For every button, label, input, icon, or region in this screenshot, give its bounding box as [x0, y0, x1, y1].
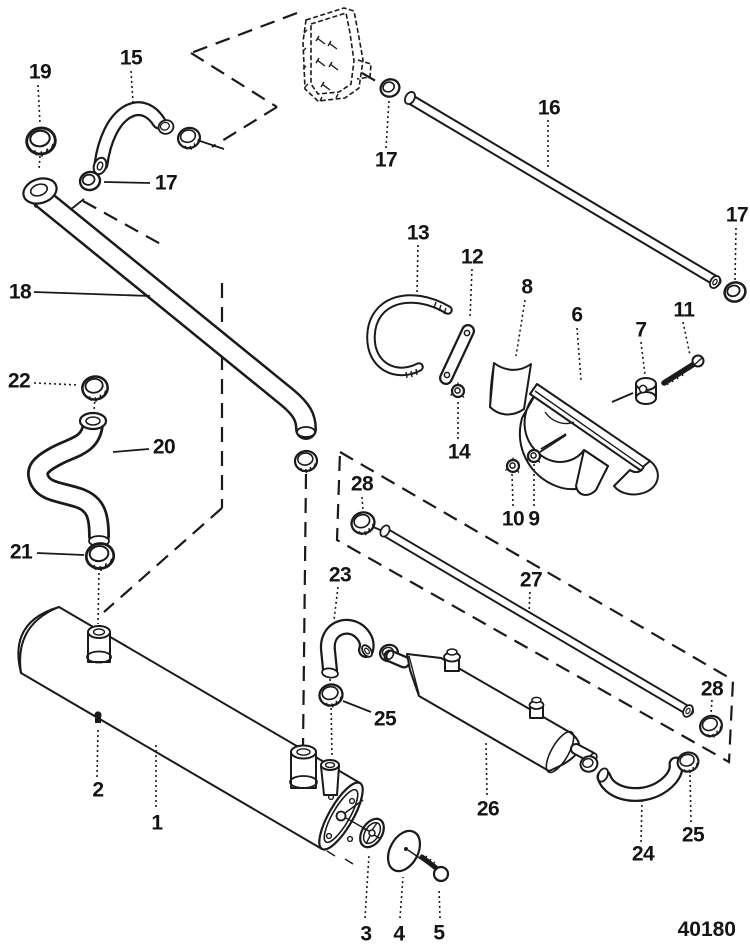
part-callout-13: 13 [406, 221, 430, 245]
part-callout-12: 12 [460, 245, 484, 269]
part-callout-16: 16 [537, 96, 561, 120]
part-3-impeller-plate [345, 817, 385, 849]
part-23-hose [319, 618, 375, 679]
part-callout-17: 17 [725, 203, 749, 227]
part-callout-24: 24 [631, 842, 655, 866]
part-callout-25: 25 [681, 823, 705, 847]
part-callout-8: 8 [521, 275, 533, 299]
leader-lines [33, 70, 737, 919]
part-callout-18: 18 [8, 280, 32, 304]
part-15-hose [92, 101, 167, 176]
part-callout-22: 22 [7, 369, 31, 393]
part-callout-1: 1 [151, 811, 163, 835]
alignment-dashed-lines [38, 11, 735, 764]
part-callout-21: 21 [9, 540, 33, 564]
part-16-tube [404, 91, 722, 289]
part-callout-10: 10 [501, 507, 525, 531]
part-6-bracket [518, 383, 659, 496]
part-callout-15: 15 [119, 46, 143, 70]
part-5-bolt [419, 854, 450, 883]
part-7-bushing [635, 377, 657, 405]
part-8-shield [489, 362, 532, 416]
part-callout-6: 6 [571, 303, 583, 327]
part-callout-14: 14 [447, 440, 471, 464]
nut9-leader [539, 434, 567, 453]
part-callout-28: 28 [350, 472, 374, 496]
part-18-tube [22, 177, 317, 440]
part-callout-3: 3 [360, 922, 372, 946]
engine-block-reference [302, 7, 372, 102]
part-11-bolt [661, 354, 705, 386]
part-callout-11: 11 [673, 298, 695, 322]
part-13-u-bolt [366, 294, 453, 379]
ring17-tail [69, 198, 85, 211]
part-callout-4: 4 [393, 922, 405, 946]
part-20-hose [27, 411, 110, 547]
part-callout-5: 5 [433, 921, 445, 945]
drawing-number: 40180 [677, 918, 736, 941]
leader-clamp15 [199, 140, 225, 150]
part-27-tube [379, 524, 694, 718]
part-callout-19: 19 [28, 60, 52, 84]
part-callout-23: 23 [328, 563, 352, 587]
leader-25-left [342, 700, 372, 713]
part-callout-17: 17 [154, 171, 178, 195]
part-callout-25: 25 [373, 707, 397, 731]
part-1-heat-exchanger [17, 606, 364, 865]
part-12-strap [439, 324, 475, 385]
part-callout-27: 27 [519, 568, 543, 592]
part-callout-20: 20 [152, 435, 176, 459]
part-callout-26: 26 [476, 797, 500, 821]
part-24-hose [596, 756, 684, 802]
part-callout-7: 7 [635, 318, 647, 342]
part-callout-17: 17 [374, 148, 398, 172]
part-callout-2: 2 [92, 778, 104, 802]
part-callout-9: 9 [528, 507, 540, 531]
part-callout-28: 28 [700, 677, 724, 701]
